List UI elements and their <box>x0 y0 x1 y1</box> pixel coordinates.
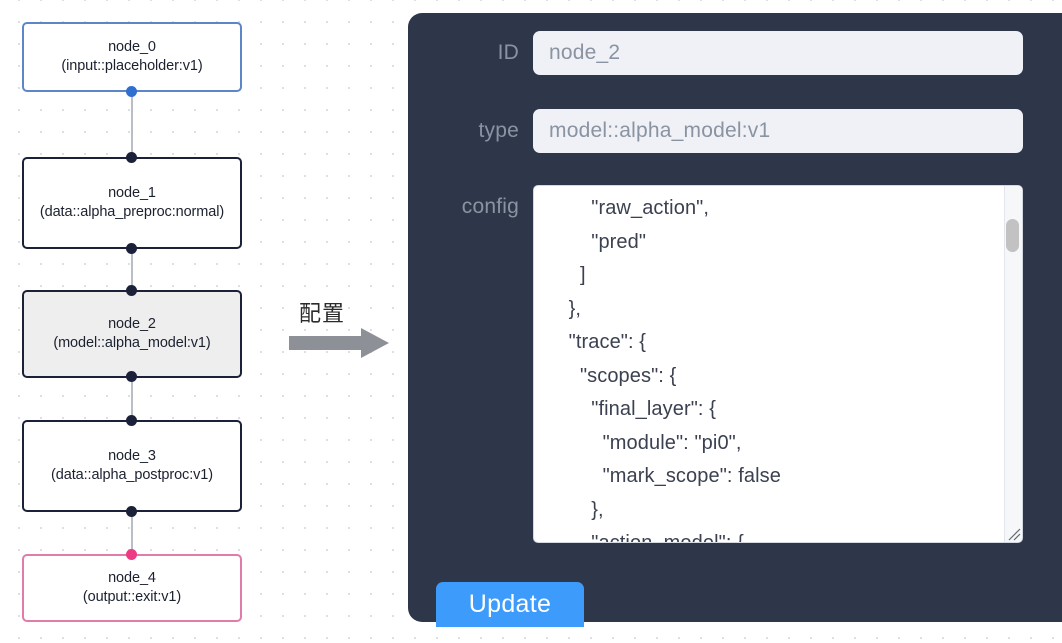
graph-node-node_2[interactable]: node_2 (model::alpha_model:v1) <box>22 290 242 378</box>
config-scrollbar-track[interactable] <box>1004 186 1022 542</box>
graph-node-subtitle: (data::alpha_preproc:normal) <box>39 204 225 220</box>
field-row-id: ID <box>421 31 1023 75</box>
port-input-node_3[interactable] <box>126 415 137 426</box>
port-input-node_1[interactable] <box>126 152 137 163</box>
graph-node-node_0[interactable]: node_0 (input::placeholder:v1) <box>22 22 242 92</box>
edge-node1-node2 <box>131 243 133 305</box>
field-row-type: type <box>421 109 1023 153</box>
port-output-node_1[interactable] <box>126 243 137 254</box>
config-textarea[interactable]: "raw_action", "pred" ] }, "trace": { "sc… <box>533 185 1023 543</box>
type-field-label: type <box>478 119 519 142</box>
graph-node-title: node_0 <box>108 39 156 55</box>
config-scrollbar-thumb[interactable] <box>1006 219 1019 252</box>
graph-node-subtitle: (model::alpha_model:v1) <box>53 335 211 351</box>
port-output-node_3[interactable] <box>126 506 137 517</box>
field-row-config: config "raw_action", "pred" ] }, "trace"… <box>421 185 1023 543</box>
port-input-node_2[interactable] <box>126 285 137 296</box>
id-input[interactable] <box>533 31 1023 75</box>
graph-node-title: node_3 <box>108 448 156 464</box>
id-field-label: ID <box>497 41 519 64</box>
config-field-label: config <box>461 195 519 218</box>
edge-node3-node4 <box>131 506 133 560</box>
port-output-node_0[interactable] <box>126 86 137 97</box>
graph-node-title: node_1 <box>108 185 156 201</box>
port-output-node_2[interactable] <box>126 371 137 382</box>
edge-node2-node3 <box>131 372 133 430</box>
graph-node-node_4[interactable]: node_4 (output::exit:v1) <box>22 554 242 622</box>
arrow-right-icon <box>289 328 389 358</box>
type-input[interactable] <box>533 109 1023 153</box>
graph-node-subtitle: (data::alpha_postproc:v1) <box>51 467 213 483</box>
graph-node-subtitle: (input::placeholder:v1) <box>61 58 203 74</box>
resize-grip-icon[interactable] <box>1006 526 1021 541</box>
port-input-node_4[interactable] <box>126 549 137 560</box>
node-config-panel: ID type config "raw_action", "pred" ] },… <box>408 13 1062 627</box>
graph-node-node_1[interactable]: node_1 (data::alpha_preproc:normal) <box>22 157 242 249</box>
config-textarea-wrap: "raw_action", "pred" ] }, "trace": { "sc… <box>533 185 1023 543</box>
annotation-arrow-label: 配置 <box>299 302 346 327</box>
graph-node-title: node_4 <box>108 570 156 586</box>
annotation-arrow-group: 配置 <box>289 296 399 362</box>
graph-node-subtitle: (output::exit:v1) <box>82 589 182 605</box>
graph-node-title: node_2 <box>108 316 156 332</box>
edge-node0-node1 <box>131 88 133 164</box>
update-button[interactable]: Update <box>436 582 584 627</box>
graph-node-node_3[interactable]: node_3 (data::alpha_postproc:v1) <box>22 420 242 512</box>
